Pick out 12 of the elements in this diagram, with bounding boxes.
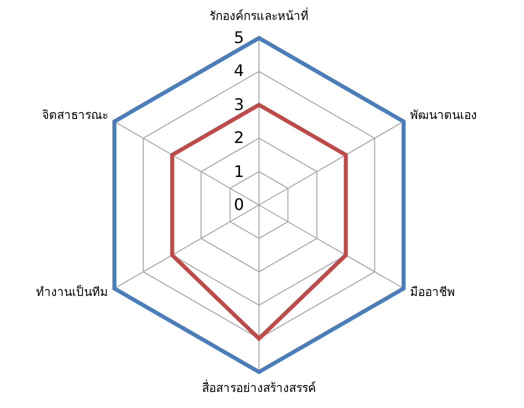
axis-tick-label: 0 [234, 196, 244, 214]
category-label: รักองค์กรและหน้าที่ [210, 8, 308, 24]
axis-tick-label: 5 [234, 29, 244, 47]
axis-tick-label: 4 [234, 62, 244, 80]
category-label: พัฒนาตนเอง [410, 107, 477, 123]
category-label: จิตสาธารณะ [42, 107, 108, 123]
category-label: มืออาชีพ [410, 284, 455, 300]
axis-tick-label: 2 [234, 129, 244, 148]
axis-tick-label: 1 [234, 162, 244, 181]
category-label: สื่อสารอย่างสร้างสรรค์ [202, 380, 316, 396]
category-label: ทำงานเป็นทีม [36, 284, 108, 300]
axis-tick-label: 3 [234, 96, 244, 114]
